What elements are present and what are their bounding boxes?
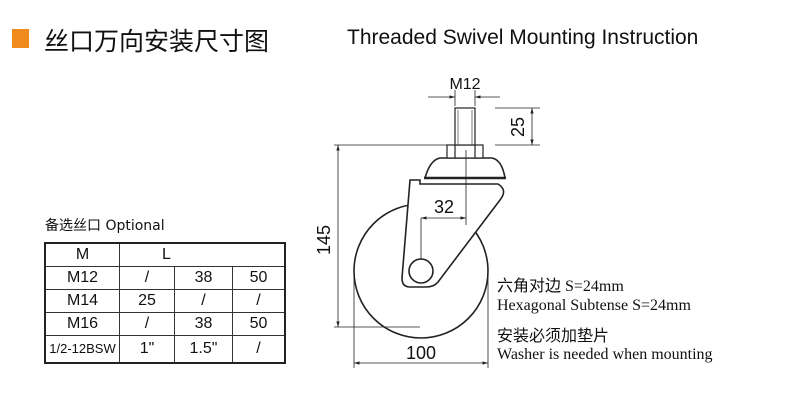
note-washer-cn: 安装必须加垫片 <box>497 328 610 345</box>
title-accent-square <box>12 29 29 48</box>
top-plate <box>423 157 506 179</box>
cell: 1/2-12BSW <box>44 335 120 363</box>
title-english: Threaded Swivel Mounting Instruction <box>347 26 699 49</box>
dim-height: 145 <box>314 225 334 255</box>
cell: 50 <box>232 266 286 290</box>
thread-options-table: M L M12 / 38 50 M14 25 / / M16 / 38 50 1… <box>44 242 286 364</box>
dim-thread: M12 <box>449 76 480 93</box>
cell: / <box>119 266 175 290</box>
cell: / <box>119 312 175 336</box>
hex-nut <box>446 144 484 159</box>
table-row: 1/2-12BSW 1" 1.5" / <box>44 335 286 363</box>
note-washer-en: Washer is needed when mounting <box>497 346 713 363</box>
cell: 1" <box>119 335 175 363</box>
note-hex-en: Hexagonal Subtense S=24mm <box>497 297 691 314</box>
cell: M12 <box>44 266 120 290</box>
threaded-stem <box>454 107 476 146</box>
dim-wheel-diameter: 100 <box>406 343 436 363</box>
table-row: M16 / 38 50 <box>44 312 286 336</box>
cell: 38 <box>174 266 233 290</box>
cell: 50 <box>232 312 286 336</box>
dim-offset: 32 <box>434 197 454 217</box>
dim-stem-length: 25 <box>508 117 528 137</box>
cell: / <box>232 335 286 363</box>
cell: M14 <box>44 289 120 313</box>
table-caption: 备选丝口 Optional <box>45 218 165 234</box>
table-row: M12 / 38 50 <box>44 266 286 290</box>
note-hex-cn: 六角对边 S=24mm <box>497 278 624 295</box>
title-chinese: 丝口万向安装尺寸图 <box>44 27 270 56</box>
cell: 1.5" <box>174 335 233 363</box>
cell: 38 <box>174 312 233 336</box>
